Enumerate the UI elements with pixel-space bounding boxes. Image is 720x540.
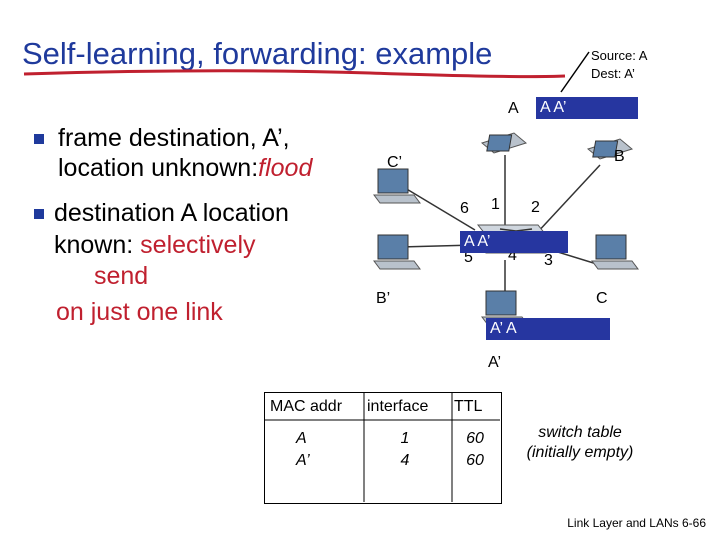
switch-table-cell-mac: A’	[296, 452, 310, 469]
slide-title: Self-learning, forwarding: example	[22, 36, 493, 71]
host-label-c: C	[596, 290, 608, 307]
bullet-1-line-2: location unknown:flood	[58, 153, 312, 183]
frame-switch-src: A	[464, 233, 474, 250]
host-a-icon	[480, 132, 528, 154]
bullet-2-line-3: send	[94, 262, 149, 290]
selectively-keyword: selectively	[140, 231, 256, 259]
switch-table-header-mac: MAC addr	[270, 398, 343, 415]
bullet-mark	[34, 209, 44, 219]
source-pointer-line	[560, 51, 590, 93]
port-4: 4	[508, 247, 517, 264]
frame-switch: A A’	[460, 231, 568, 253]
network-diagram	[373, 132, 639, 326]
host-label-b-prime: B’	[376, 290, 391, 307]
bullet-2-line-1: destination A location	[54, 199, 289, 227]
host-label-c-prime: C’	[387, 154, 403, 171]
frame-top-src: A	[540, 99, 550, 116]
host-label-b: B	[614, 148, 625, 165]
frame-top-dst: A’	[553, 99, 567, 116]
host-label-a: A	[508, 100, 519, 117]
switch-table-cell-interface: 4	[400, 452, 410, 469]
switch-table-col-interface: 1 4	[390, 428, 420, 472]
bullet-2-line-2: known: selectively	[54, 230, 256, 260]
host-label-a-prime: A’	[488, 354, 502, 371]
switch-table-col-ttl: 60 60	[458, 428, 492, 472]
bullet-1-text: location unknown:	[58, 154, 259, 182]
bullet-flood: frame destination, A’, location unknown:…	[34, 123, 354, 185]
port-6: 6	[460, 200, 469, 217]
title-underline	[23, 69, 566, 79]
flood-keyword: flood	[258, 154, 313, 182]
frame-top: A A’	[536, 97, 638, 119]
slide-footer: Link Layer and LANs 6-66	[567, 516, 706, 530]
host-c-prime-icon	[373, 168, 421, 204]
switch-table-cell-mac: A	[296, 430, 307, 447]
switch-table	[264, 392, 502, 504]
host-c-icon	[591, 234, 639, 270]
switch-table-caption-2: (initially empty)	[526, 444, 634, 461]
bullet-mark	[34, 134, 44, 144]
switch-table-cell-ttl: 60	[466, 430, 484, 447]
switch-table-cell-ttl: 60	[466, 452, 484, 469]
bullet-2-text: known:	[54, 231, 141, 259]
switch-table-cell-interface: 1	[400, 430, 410, 447]
bullet-1-line-1: frame destination, A’,	[58, 124, 290, 152]
bullet-selective: destination A location known: selectivel…	[34, 198, 354, 328]
frame-switch-dst: A’	[477, 233, 491, 250]
frame-bottom: A’ A	[486, 318, 610, 340]
port-1: 1	[491, 196, 500, 213]
host-b-prime-icon	[373, 234, 421, 270]
frame-bottom-dst: A	[506, 320, 517, 337]
switch-table-header-interface: interface	[367, 398, 429, 415]
port-5: 5	[464, 249, 473, 266]
switch-table-header-ttl: TTL	[454, 398, 483, 415]
port-3: 3	[544, 252, 553, 269]
bullet-2-line-4: on just one link	[56, 298, 223, 326]
switch-table-lines	[264, 392, 500, 502]
switch-table-row: A A’	[296, 428, 326, 472]
dest-label: Dest: A’	[591, 66, 635, 81]
port-2: 2	[531, 199, 540, 216]
host-b-icon	[586, 138, 634, 160]
switch-table-caption-1: switch table	[538, 424, 622, 441]
frame-bottom-src: A’	[490, 320, 503, 337]
source-label: Source: A	[591, 48, 648, 63]
